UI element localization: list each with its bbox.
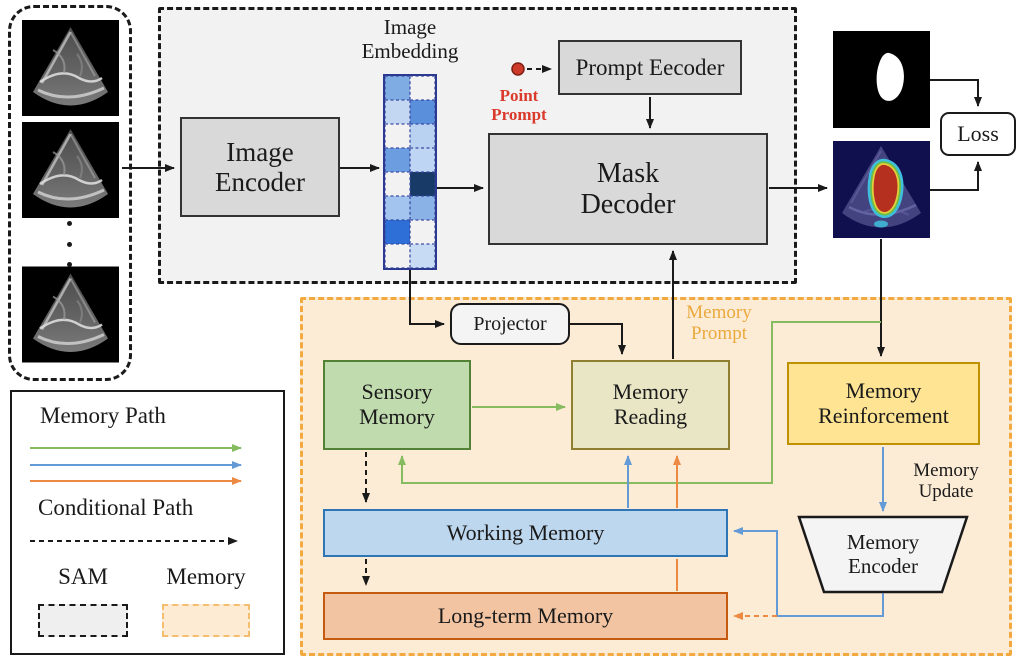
embedding-cell xyxy=(410,76,435,100)
memory-prompt-label: Memory Prompt xyxy=(686,301,752,344)
legend-sam-label: SAM xyxy=(58,564,108,590)
mask-decoder-box: Mask Decoder xyxy=(488,133,768,245)
embedding-cell xyxy=(410,244,435,268)
embedding-cell xyxy=(385,220,410,244)
embedding-cell xyxy=(385,244,410,268)
embedding-cell xyxy=(410,220,435,244)
image-embedding-grid xyxy=(383,74,437,270)
legend-sam-swatch xyxy=(38,604,128,637)
legend-memory-label: Memory xyxy=(166,564,246,590)
legend-memory-swatch xyxy=(162,604,250,637)
sensory-memory-box: Sensory Memory xyxy=(323,360,471,450)
image-encoder-box: Image Encoder xyxy=(180,117,340,217)
ground-truth-mask-image xyxy=(833,31,930,128)
memory-update-label: Memory Update xyxy=(913,459,979,502)
working-memory-box: Working Memory xyxy=(323,509,728,557)
memory-reinforcement-box: Memory Reinforcement xyxy=(787,362,980,445)
embedding-cell xyxy=(385,124,410,148)
image-embedding-label: Image Embedding xyxy=(361,15,459,63)
heatmap-blob xyxy=(867,158,904,218)
memory-encoder-box: Memory Encoder xyxy=(846,529,920,578)
embedding-cell xyxy=(385,172,410,196)
predicted-heatmap-image xyxy=(833,141,930,238)
memory-reading-box: Memory Reading xyxy=(571,360,730,450)
echo-frame-3 xyxy=(22,266,119,363)
echo-frame-1 xyxy=(22,20,119,116)
embedding-cell xyxy=(385,196,410,220)
ellipsis-dots xyxy=(62,221,76,267)
prompt-encoder-box: Prompt Eecoder xyxy=(558,40,742,95)
arrow-heatmap-to-loss xyxy=(930,161,982,191)
embedding-cell xyxy=(410,196,435,220)
embedding-cell xyxy=(410,100,435,124)
long-term-memory-box: Long-term Memory xyxy=(323,592,728,640)
embedding-cell xyxy=(385,148,410,172)
legend-conditional-path-label: Conditional Path xyxy=(38,495,194,521)
echo-frame-2 xyxy=(22,122,119,218)
embedding-cell xyxy=(410,172,435,196)
loss-box: Loss xyxy=(940,112,1016,156)
point-prompt-label: Point Prompt xyxy=(491,85,547,124)
embedding-cell xyxy=(410,148,435,172)
embedding-cell xyxy=(385,100,410,124)
embedding-cell xyxy=(410,124,435,148)
projector-box: Projector xyxy=(450,303,570,345)
arrow-gtmask-to-loss xyxy=(930,79,982,107)
embedding-cell xyxy=(385,76,410,100)
legend-memory-path-label: Memory Path xyxy=(40,403,166,429)
